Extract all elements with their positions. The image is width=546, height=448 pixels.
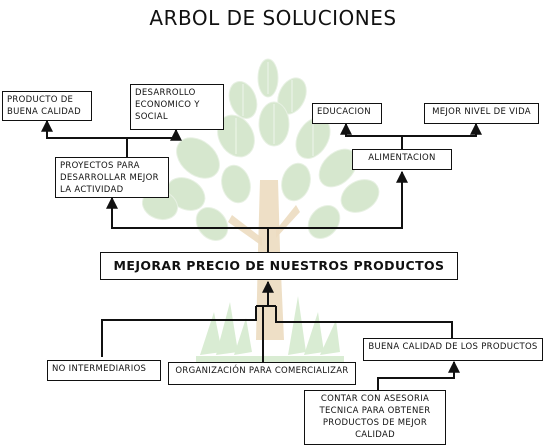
box-asesoria: CONTAR CON ASESORIA TECNICA PARA OBTENER… — [304, 390, 446, 445]
central-problem-label: MEJORAR PRECIO DE NUESTROS PRODUCTOS — [113, 258, 445, 273]
box-buena-calidad-label: BUENA CALIDAD DE LOS PRODUCTOS — [368, 342, 538, 352]
box-producto-calidad-label: PRODUCTO DE BUENA CALIDAD — [7, 95, 81, 117]
box-desarrollo: DESARROLLO ECONOMICO Y SOCIAL — [130, 84, 224, 130]
box-producto-calidad: PRODUCTO DE BUENA CALIDAD — [2, 91, 92, 121]
box-buena-calidad: BUENA CALIDAD DE LOS PRODUCTOS — [363, 338, 543, 361]
box-no-intermediarios: NO INTERMEDIARIOS — [47, 360, 161, 381]
box-asesoria-label: CONTAR CON ASESORIA TECNICA PARA OBTENER… — [319, 394, 431, 440]
box-educacion: EDUCACION — [312, 103, 382, 124]
box-desarrollo-label: DESARROLLO ECONOMICO Y SOCIAL — [135, 88, 200, 122]
box-alimentacion-label: ALIMENTACION — [368, 153, 436, 163]
box-no-intermediarios-label: NO INTERMEDIARIOS — [52, 364, 147, 374]
box-proyectos-label: PROYECTOS PARA DESARROLLAR MEJOR LA ACTI… — [60, 161, 159, 195]
box-organizacion-label: ORGANIZACIÓN PARA COMERCIALIZAR — [175, 366, 349, 376]
box-organizacion: ORGANIZACIÓN PARA COMERCIALIZAR — [168, 362, 356, 385]
box-nivel-vida: MEJOR NIVEL DE VIDA — [424, 103, 539, 124]
box-proyectos: PROYECTOS PARA DESARROLLAR MEJOR LA ACTI… — [55, 157, 169, 198]
box-educacion-label: EDUCACION — [317, 107, 371, 117]
central-problem-box: MEJORAR PRECIO DE NUESTROS PRODUCTOS — [100, 252, 458, 280]
box-alimentacion: ALIMENTACION — [352, 149, 452, 170]
page-title: ARBOL DE SOLUCIONES — [149, 6, 397, 30]
box-nivel-vida-label: MEJOR NIVEL DE VIDA — [432, 107, 531, 117]
